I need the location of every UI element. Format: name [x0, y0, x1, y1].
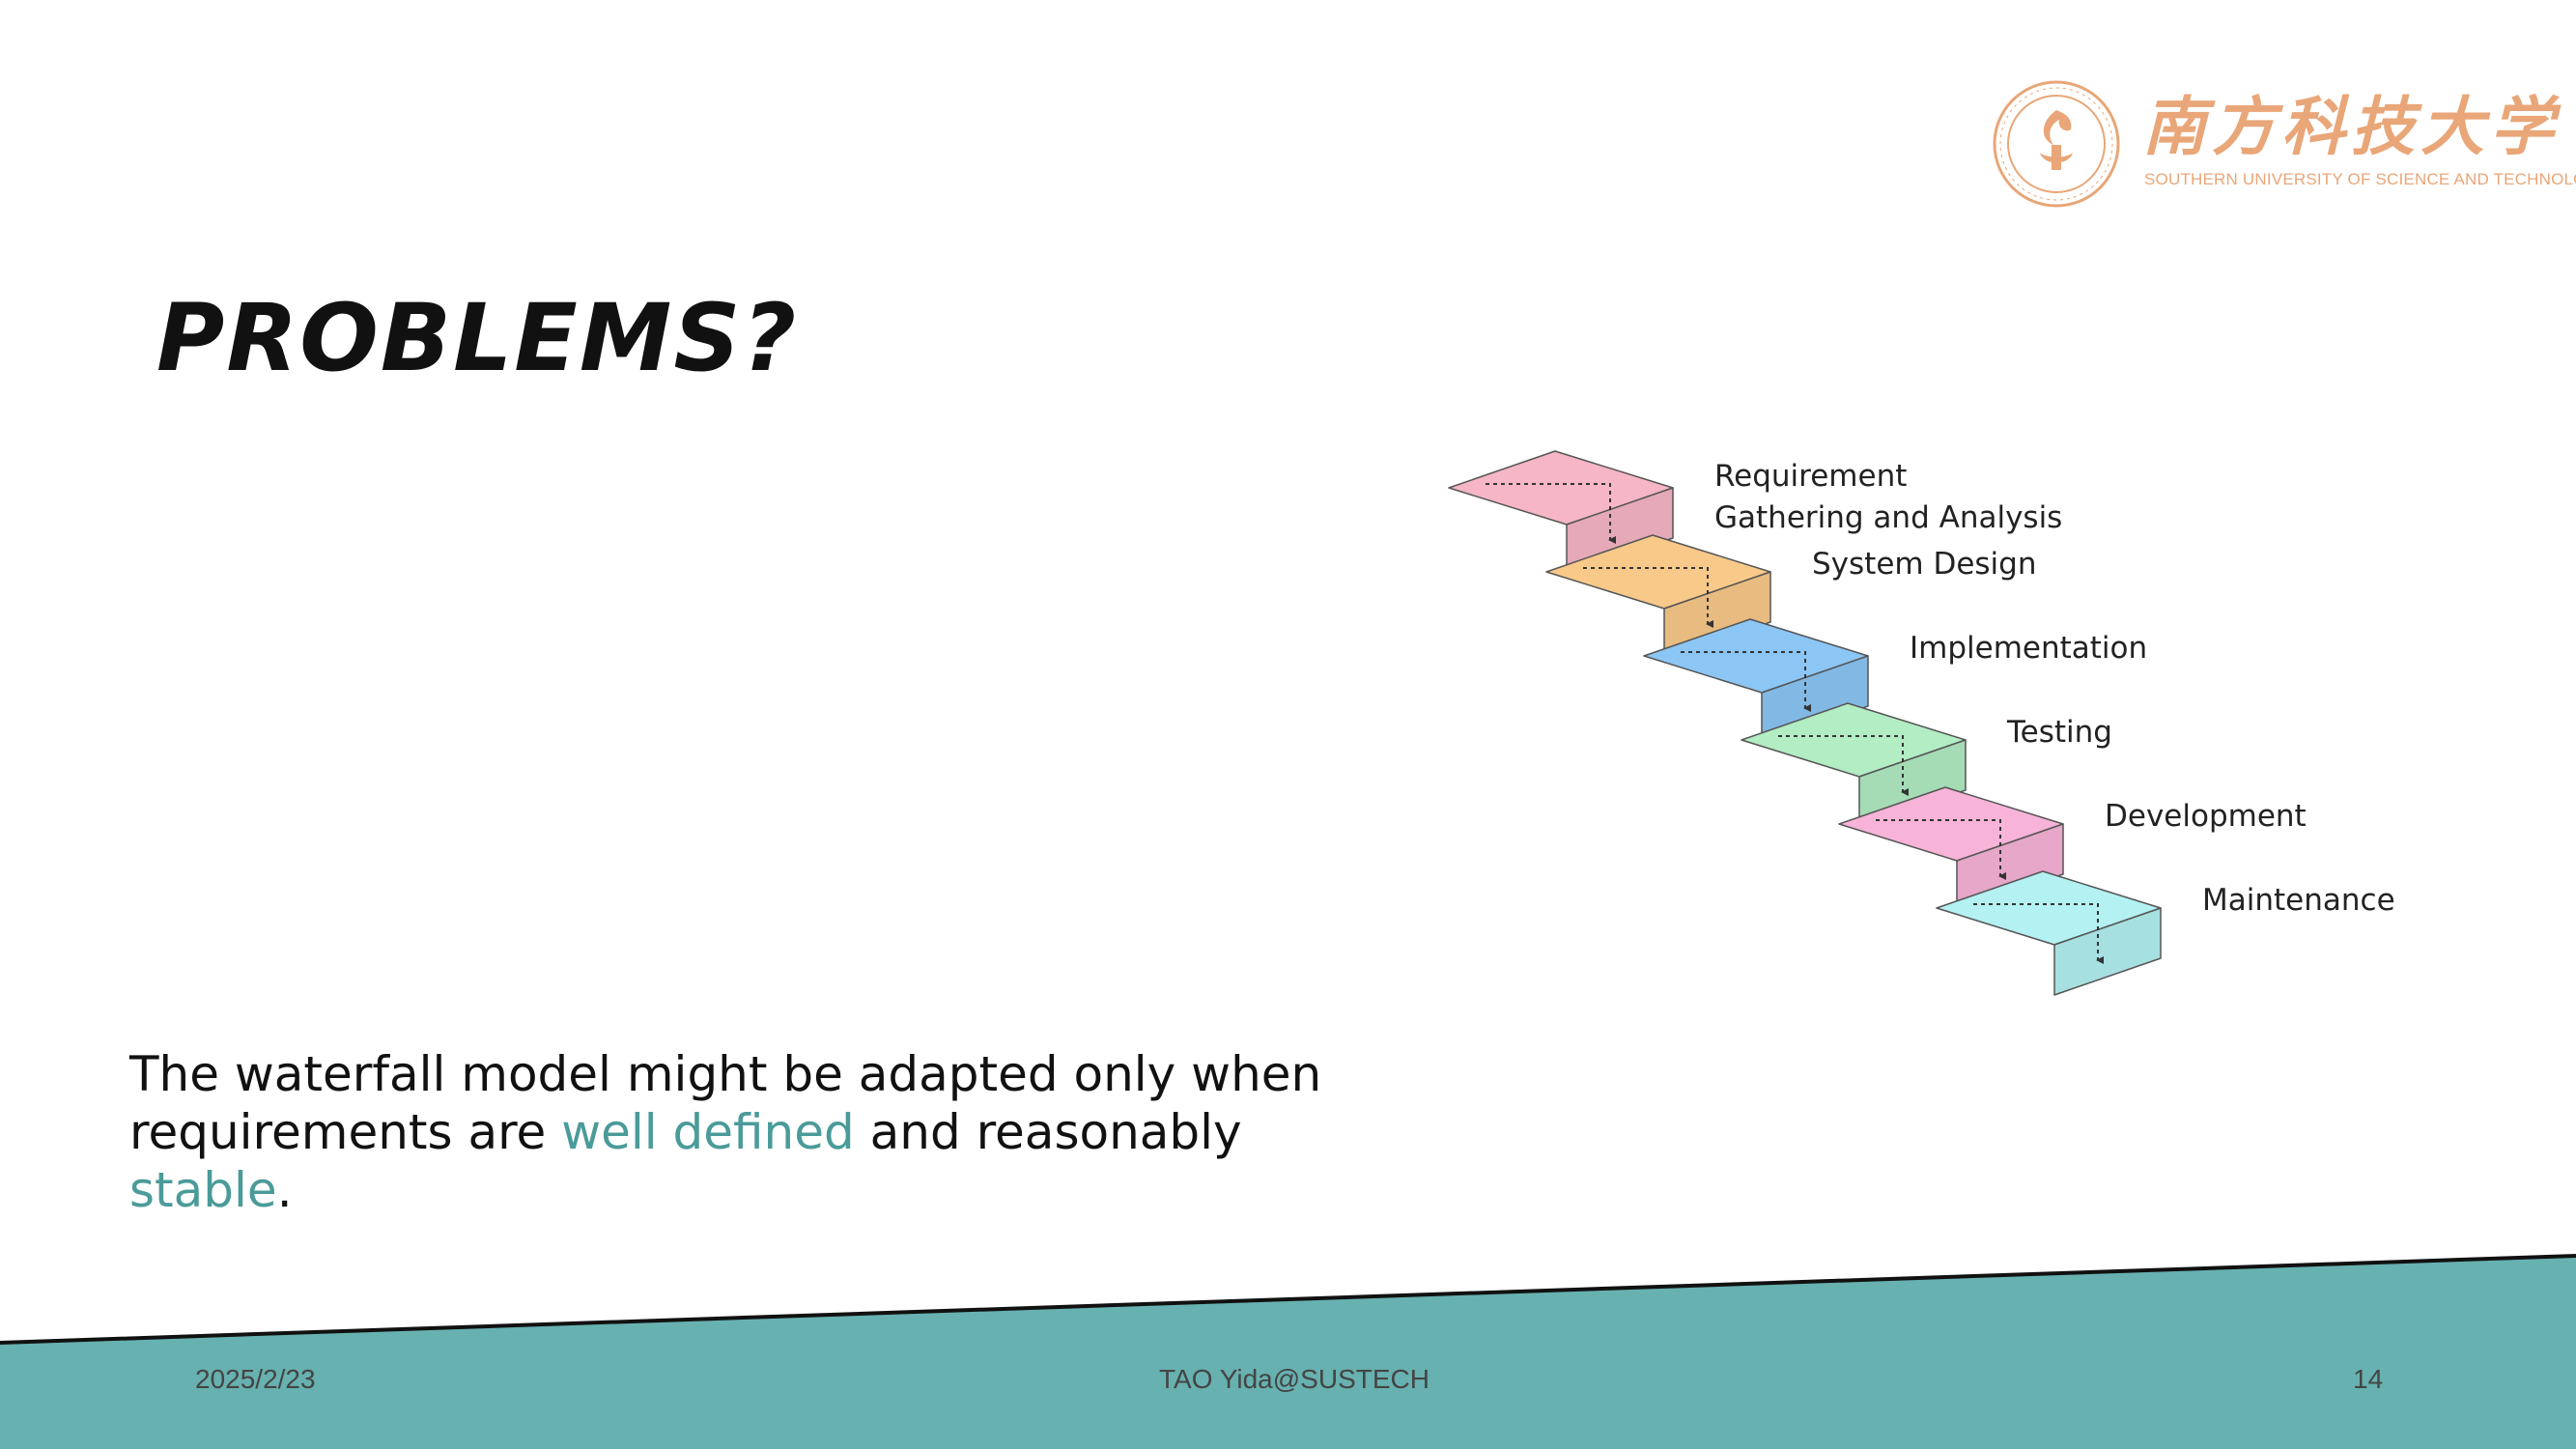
body-line-2-part-2: and reasonably — [854, 1104, 1242, 1160]
stage-label: Testing — [2006, 715, 2112, 750]
logo-chinese-name: 南方科技大学 — [2142, 89, 2560, 164]
waterfall-stage — [1448, 450, 1674, 576]
flow-arrow — [1486, 483, 1616, 544]
stage-riser — [2053, 907, 2162, 996]
flow-arrow — [1583, 567, 1713, 628]
flow-arrow — [1681, 651, 1811, 712]
body-line-1: The waterfall model might be adapted onl… — [129, 1046, 1322, 1102]
university-seal-icon — [1993, 80, 2120, 208]
waterfall-stage — [1741, 702, 1967, 828]
stage-label: Development — [2105, 799, 2307, 834]
waterfall-stage — [1936, 870, 2162, 996]
stage-riser — [1858, 739, 1967, 828]
stage-label: Requirement — [1714, 459, 1907, 494]
slide-title: PROBLEMS? — [156, 284, 799, 392]
university-logo: 南方科技大学 SOUTHERN UNIVERSITY OF SCIENCE AN… — [1990, 77, 2576, 213]
page-number: 14 — [2353, 1364, 2384, 1394]
body-line-2-part-3: . — [276, 1162, 293, 1218]
stage-riser — [1761, 655, 1869, 744]
stage-riser — [1956, 823, 2064, 912]
footer-author: TAO Yida@SUSTECH — [1159, 1364, 1430, 1394]
flow-arrow — [1778, 735, 1909, 796]
waterfall-stage — [1545, 534, 1771, 660]
waterfall-stage — [1838, 786, 2064, 912]
stage-riser — [1663, 571, 1771, 660]
flow-arrow — [1973, 903, 2104, 964]
stage-label: System Design — [1812, 547, 2037, 582]
highlight-stable: stable — [129, 1162, 277, 1218]
footer-date: 2025/2/23 — [195, 1364, 316, 1394]
stage-label: Maintenance — [2202, 883, 2395, 918]
stage-riser — [1566, 487, 1674, 576]
waterfall-stage — [1643, 618, 1869, 744]
logo-english-name: SOUTHERN UNIVERSITY OF SCIENCE AND TECHN… — [2144, 170, 2576, 188]
flow-arrow — [1876, 819, 2006, 880]
body-text: The waterfall model might be adapted onl… — [129, 1045, 1385, 1219]
footer-band — [0, 1254, 2576, 1449]
body-line-2-part-1: requirements are — [129, 1104, 562, 1160]
highlight-well-defined: well defined — [561, 1104, 855, 1160]
stage-label: Implementation — [1910, 631, 2147, 666]
stage-label: Gathering and Analysis — [1714, 500, 2062, 535]
